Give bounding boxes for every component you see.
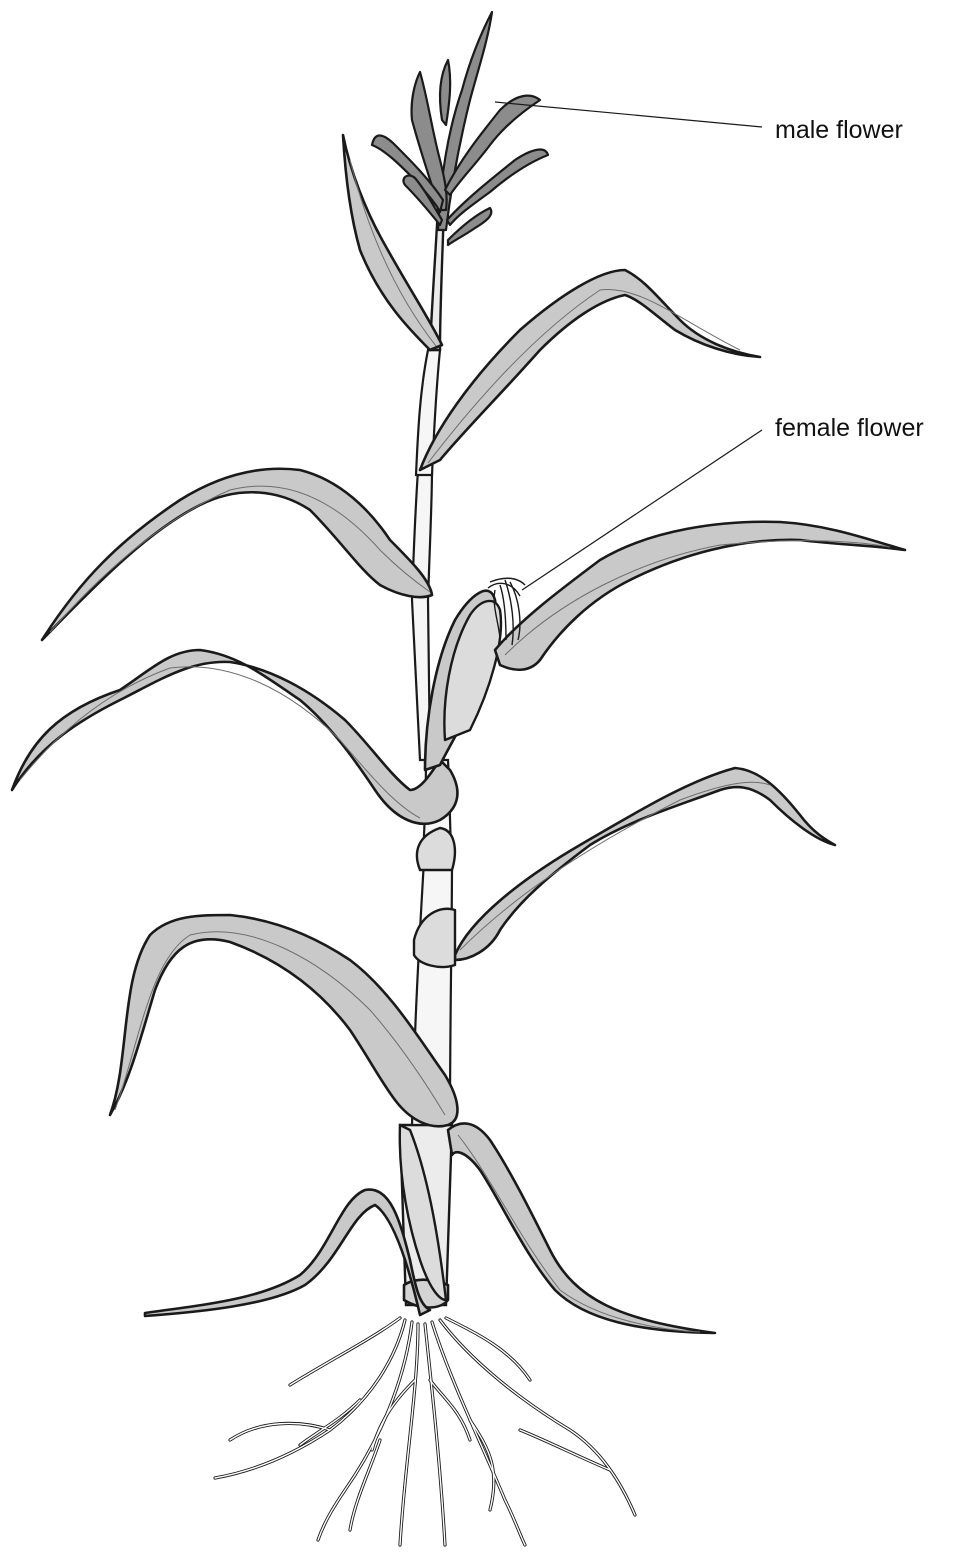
right-upper-leaf [495,522,905,670]
lower-right-leaf [448,1123,715,1333]
female-flower-label: female flower [775,414,924,442]
upper-left-leaf [42,469,432,640]
left-middle-leaf [12,650,457,824]
right-lower-leaf [455,768,835,960]
left-lower-leaf [110,915,457,1126]
lower-left-leaf [145,1190,430,1316]
root-system [215,1318,635,1545]
male-flower-tassel [372,12,548,245]
upper-right-leaf [420,270,760,470]
male-flower-label: male flower [775,116,903,144]
male-flower-pointer [495,102,762,127]
